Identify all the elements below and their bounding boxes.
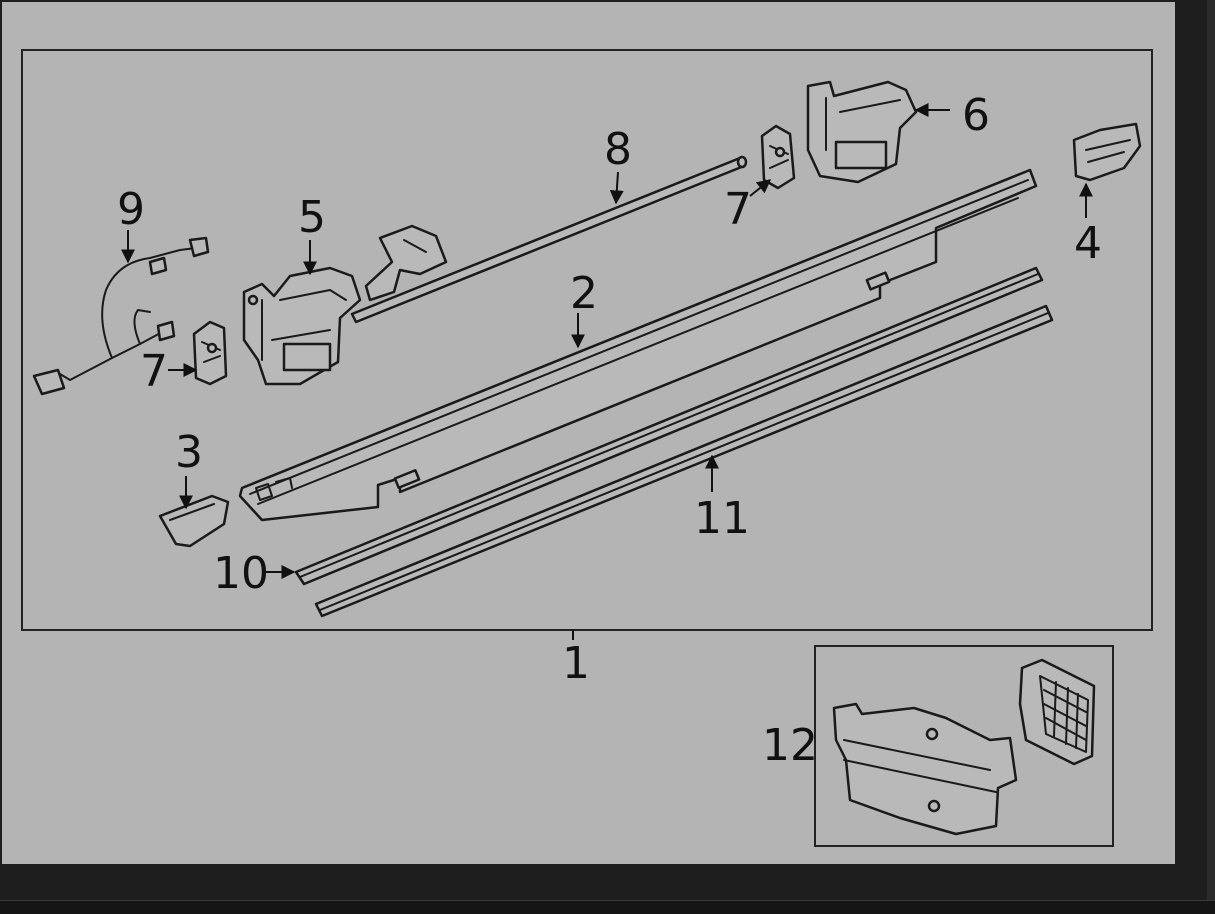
parts-diagram-image <box>2 2 1175 864</box>
callout-3: 3 <box>175 427 203 478</box>
upper-bracket <box>364 224 448 302</box>
callout-6: 6 <box>962 90 990 141</box>
callout-7-left: 7 <box>140 346 168 397</box>
leader-7b <box>749 179 772 197</box>
callout-10: 10 <box>213 548 269 599</box>
end-cap-rear <box>1072 122 1142 182</box>
mount-pad-left <box>192 320 228 386</box>
callout-11: 11 <box>694 493 750 544</box>
leader-8 <box>609 171 624 205</box>
callout-9: 9 <box>117 184 145 235</box>
wire-harness <box>32 236 210 396</box>
callout-4: 4 <box>1074 218 1102 269</box>
callout-8: 8 <box>604 124 632 175</box>
callout-12: 12 <box>762 720 818 771</box>
callout-5: 5 <box>298 192 326 243</box>
mount-pad-right <box>760 124 796 190</box>
drive-rod <box>350 155 748 324</box>
motor-assembly <box>242 266 362 386</box>
viewer-bottom-edge <box>0 900 1215 914</box>
end-cap-front <box>158 494 230 548</box>
callout-2: 2 <box>570 268 598 319</box>
callout-7-right: 7 <box>724 184 752 235</box>
motor-assembly-right <box>806 80 918 184</box>
assembly-frame <box>21 49 1153 631</box>
inset-frame <box>814 645 1114 847</box>
callout-1: 1 <box>562 638 590 689</box>
trim-strip-lower <box>314 304 1054 618</box>
trim-strip-upper <box>294 266 1044 586</box>
viewer-right-edge <box>1207 0 1215 913</box>
mounting-bracket-kit <box>832 658 1096 836</box>
running-board-rail <box>238 168 1038 522</box>
